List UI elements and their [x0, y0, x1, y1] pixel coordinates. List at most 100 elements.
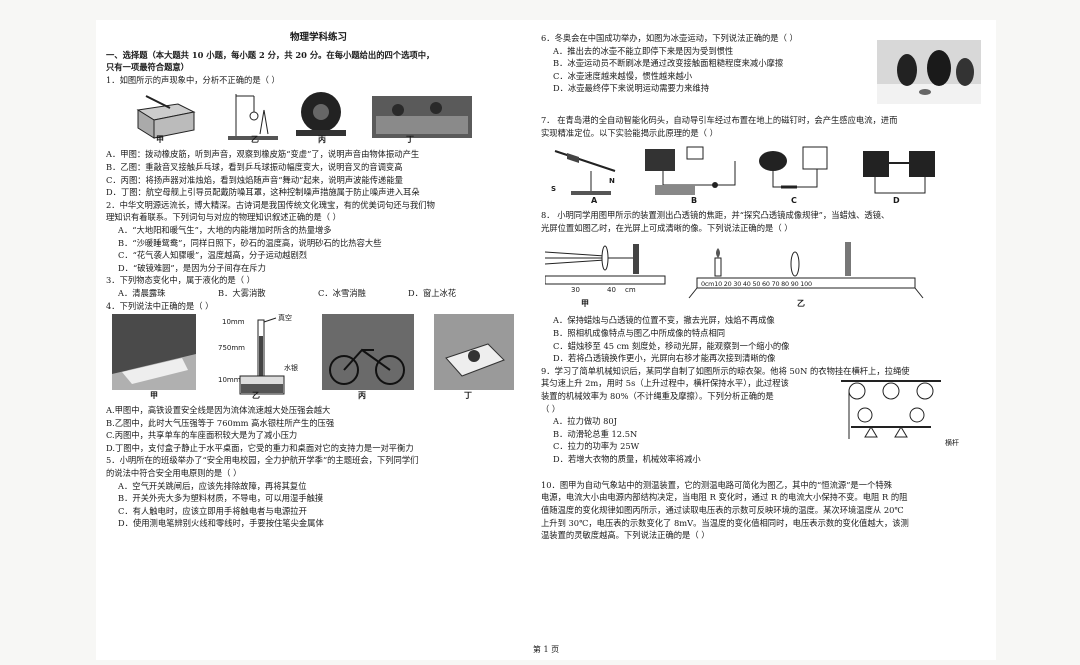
q5-stem-cont: 的说法中符合安全用电原则的是（ ） — [106, 468, 242, 479]
page-title: 物理学科练习 — [289, 32, 347, 43]
q2-option-a: A．“大地阳和暖气生”，大地的内能增加时所含的热量增多 — [118, 224, 332, 235]
q7-figure-drawings — [554, 146, 935, 196]
q6-stem: 6．冬奥会在中国成功举办，如图为冰壶运动，下列说法正确的是（ ） — [541, 33, 798, 43]
q10-line-2: 电源，电流大小由电源内部结构决定，当电阻 R 变化时，通过 R 的电流大小保持不… — [541, 492, 908, 503]
q1-figure-drawings — [136, 92, 472, 141]
q1-label-ding: 丁 — [406, 135, 414, 145]
q3-option-a: A．清晨露珠 — [118, 287, 166, 298]
q4-label-yi: 乙 — [252, 391, 260, 401]
q4-option-b: B.乙图中，此时大气压强等于 760mm 高水银柱所产生的压强 — [106, 417, 335, 428]
q8-option-c: C．蜡烛移至 45 cm 刻度处，移动光屏，能观察到一个缩小的像 — [553, 340, 790, 351]
electromagnet-figure — [863, 151, 935, 194]
q10-line-3: 值随温度的变化规律如图丙所示，通过读取电压表的示数可反映环境的温度。某次环境温度… — [541, 504, 904, 515]
q1-option-b: B．乙图：重敲音叉接触乒乓球，看到乒乓球振动幅度变大，说明音叉的音调变高 — [106, 161, 403, 172]
tuning-fork-figure — [228, 94, 278, 141]
q7-figures: S N A B C D — [541, 139, 993, 209]
q2-option-b: B．“沙暖睡鸳鸯”，同样日照下，砂石的温度高，说明砂石的比热容大些 — [118, 237, 382, 248]
rubber-band-box-figure — [136, 95, 196, 140]
q4-option-d: D.丁图中，支付盒子静止于水平桌面，它受的重力和桌面对它的支持力是一对平衡力 — [106, 442, 414, 453]
q4-label-bottom-10mm: 10mm — [218, 376, 241, 385]
q2-option-d: D．“破镜难圆”，是因为分子间存在斥力 — [118, 262, 266, 273]
q1-option-c: C．丙图：将扬声器对准烛焰，看到烛焰随声音“舞动”起来，说明声波能传递能量 — [106, 174, 403, 185]
q9-option-a: A．拉力做功 80J — [553, 416, 617, 427]
q3-stem: 3．下列物态变化中，属于液化的是（ ） — [106, 275, 255, 286]
q9-rod-label: 横杆 — [945, 438, 959, 447]
q9-option-d: D．若增大衣物的质量，机械效率将减小 — [553, 453, 701, 464]
torricelli-barometer-figure — [239, 317, 285, 395]
q9-option-c: C．拉力的功率为 25W — [553, 441, 640, 452]
q3-options: A．清晨露珠 B．大雾消散 C．冰雪消融 D．窗上冰花 — [106, 287, 531, 300]
motor-circuit-figure — [645, 146, 736, 196]
q4-label-750mm: 750mm — [218, 344, 245, 353]
right-column: 6．冬奥会在中国成功举办，如图为冰壶运动，下列说法正确的是（ ） A．推出去的冰… — [541, 20, 993, 542]
q1-label-bing: 丙 — [318, 135, 326, 145]
q4-label-bing: 丙 — [358, 391, 366, 401]
q10-line-1: 10．图甲为自动气象站中的测温装置，它的测温电路可简化为图乙，其中的“恒流源”是… — [541, 479, 892, 490]
q4-stem: 4．下列说法中正确的是（ ） — [106, 300, 214, 311]
speaker-candle-figure — [296, 92, 346, 137]
page-number: 第 1 页 — [532, 645, 560, 654]
q8-figure-drawings — [545, 242, 924, 299]
q7-label-n: N — [609, 177, 615, 186]
q5-stem: 5．小明所在的班级举办了“安全用电校园，全力护航开学季”的主题班会，下列同学们 — [106, 455, 419, 466]
section-heading: 一、选择题（本大题共 10 小题，每小题 2 分，共 20 分。在每小题给出的四… — [106, 49, 435, 60]
q5-option-d: D．使用测电笔辨别火线和零线时，手要按住笔尖金属体 — [118, 518, 324, 529]
q8-ruler-40: 40 — [607, 286, 616, 295]
q7-stem-cont: 实现精准定位。以下实验能揭示此原理的是（ ） — [541, 127, 718, 138]
q8-ruler-cm: cm — [625, 286, 636, 295]
q5-option-c: C．有人触电时，应该立即用手将触电者与电源拉开 — [118, 505, 307, 516]
q8-ruler-scale: 0cm10 20 30 40 50 60 70 80 90 100 — [701, 280, 812, 289]
section-heading-cont: 只有一项最符合题意） — [106, 62, 189, 73]
q8-stem: 8． 小明同学用图甲所示的装置测出凸透镜的焦距，并“探究凸透镜成像规律”，当蜡烛… — [541, 210, 890, 221]
q8-label-yi: 乙 — [797, 299, 805, 309]
q8-stem-cont: 光屏位置如图乙时，在光屏上可成清晰的像。下列说法正确的是（ ） — [541, 222, 793, 233]
q2-stem-cont: 理知识有着联系。下列词句与对应的物理知识叙述正确的是（ ） — [106, 212, 341, 223]
q9-stem-2: 其匀速上升 2m，用时 5s（上升过程中，横杆保持水平），此过程该 — [541, 378, 789, 389]
high-speed-train-photo — [112, 314, 196, 391]
q2-option-c: C．“花气袭人知骤暖”，温度越高，分子运动越剧烈 — [118, 250, 308, 261]
q10-line-4: 上升到 30℃，电压表的示数变化了 8mV。当温度的变化值相同时，电压表示数的变… — [541, 517, 909, 528]
q7-label-c: C — [791, 196, 797, 206]
q9-block: 9．学习了简单机械知识后，某同学自制了如图所示的晾衣架。他将 50N 的衣物挂在… — [541, 365, 993, 479]
q5-option-b: B．开关外壳大多为塑料材质，不导电，可以用湿手触摸 — [118, 493, 324, 504]
q9-stem: 9．学习了简单机械知识后，某同学自制了如图所示的晾衣架。他将 50N 的衣物挂在… — [541, 365, 910, 376]
q4-figure-drawings — [112, 314, 514, 395]
q7-stem: 7． 在青岛港的全自动智能化码头，自动导引车经过布置在地上的磁钉时，会产生感应电… — [541, 115, 898, 125]
q4-label-jia: 甲 — [150, 391, 158, 401]
compass-needle-figure — [554, 150, 616, 196]
q3-option-c: C．冰雪消融 — [318, 287, 366, 298]
q3-option-d: D．窗上冰花 — [408, 287, 457, 298]
q1-label-yi: 乙 — [251, 135, 259, 145]
q9-option-b: B．动滑轮总重 12.5N — [553, 428, 638, 439]
q8-option-b: B．照相机成像特点与图乙中所成像的特点相同 — [553, 327, 726, 338]
q4-label-ding: 丁 — [464, 391, 472, 401]
q9-stem-4: （ ） — [541, 403, 561, 414]
q7-label-b: B — [691, 196, 698, 206]
q8-ruler-30: 30 — [571, 286, 580, 295]
q4-label-top-10mm: 10mm — [222, 318, 245, 327]
exam-sheet: 物理学科练习 一、选择题（本大题共 10 小题，每小题 2 分，共 20 分。在… — [96, 20, 996, 660]
q6-option-a: A．推出去的冰壶不能立即停下来是因为受到惯性 — [553, 45, 734, 56]
galvanometer-figure — [759, 146, 828, 189]
clothes-rack-pulley-figure — [841, 379, 941, 439]
focal-length-setup-figure — [545, 244, 666, 285]
aircraft-carrier-photo — [372, 96, 472, 139]
q4-label-mercury: 水银 — [284, 364, 298, 373]
q10-line-5: 温装置的灵敏度越高。下列说法正确的是（ ） — [541, 530, 710, 541]
q4-label-vacuum: 真空 — [278, 314, 292, 323]
q7-label-d: D — [893, 196, 900, 206]
q1-option-a: A．甲图：拨动橡皮筋，听到声音，观察到橡皮筋“变虚”了，说明声音由物体振动产生 — [106, 149, 420, 160]
q6-block: 6．冬奥会在中国成功举办，如图为冰壶运动，下列说法正确的是（ ） A．推出去的冰… — [541, 32, 993, 114]
q6-option-c: C．冰壶速度越来越慢，惯性越来越小 — [553, 70, 693, 81]
q6-option-b: B．冰壶运动员不断刷冰是通过改变接触面粗糙程度来减小摩擦 — [553, 58, 784, 69]
q5-option-a: A．空气开关跳闸后，应该先排除故障，再将其复位 — [118, 480, 307, 491]
curling-photo — [877, 40, 981, 104]
q8-label-jia: 甲 — [581, 299, 589, 309]
q4-figures: 10mm 真空 750mm 水银 10mm 甲 乙 丙 丁 — [106, 312, 531, 404]
q1-option-d: D．丁图：航空母舰上引导员配戴防噪耳罩，这种控制噪声措施属于防止噪声进入耳朵 — [106, 187, 420, 198]
shared-bike-photo — [322, 314, 414, 391]
q2-stem: 2．中华文明源远流长，博大精深。古诗词是我国传统文化瑰宝，有的优美词句还与我们物 — [106, 199, 435, 210]
q4-option-c: C.丙图中，共享单车的车座面积较大是为了减小压力 — [106, 430, 298, 441]
q9-stem-3: 装置的机械效率为 80%（不计绳重及摩擦）。下列分析正确的是 — [541, 390, 774, 401]
q8-option-d: D．若将凸透镜换作更小，光屏向右移才能再次接到清晰的像 — [553, 353, 776, 364]
